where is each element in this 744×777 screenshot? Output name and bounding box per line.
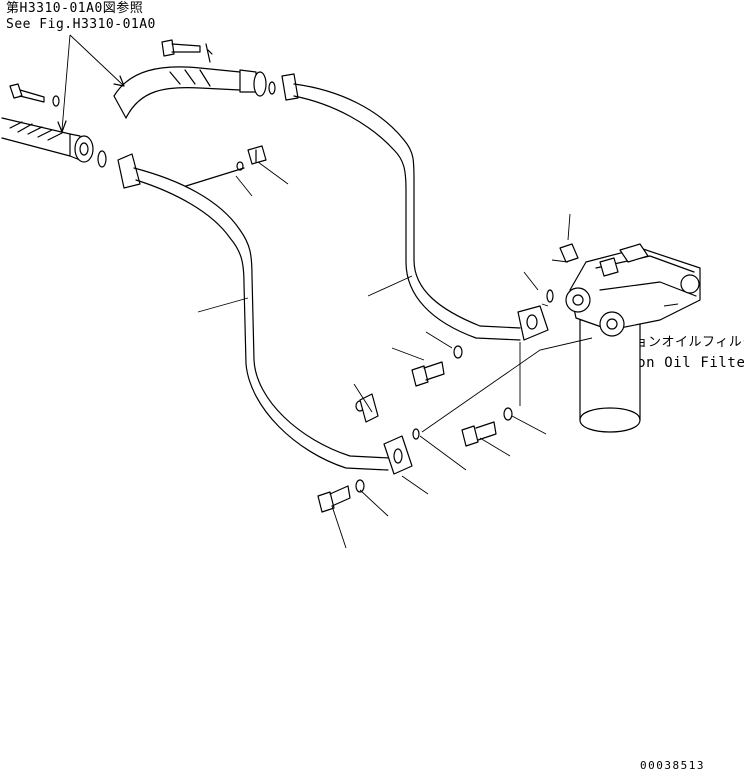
reference-label-jp: 第H3310-01A0図参照 bbox=[6, 1, 144, 16]
o-ring-upper bbox=[268, 81, 276, 95]
hose-upper bbox=[113, 66, 276, 119]
o-ring-left bbox=[97, 150, 107, 168]
hose-upper-flange bbox=[253, 71, 267, 97]
bolt-center bbox=[411, 345, 463, 387]
bolt-top-center bbox=[161, 39, 213, 63]
hose-left-flange bbox=[74, 135, 94, 163]
o-ring-pipe-upper bbox=[546, 289, 554, 303]
mission-oil-filter bbox=[559, 243, 701, 433]
bolt-bottom bbox=[317, 479, 365, 513]
washer-top-left bbox=[52, 95, 60, 107]
bolt-top-left bbox=[9, 83, 60, 107]
small-parts-center bbox=[185, 145, 267, 187]
drawing-number: 00038513 bbox=[640, 759, 705, 772]
pipe-lower bbox=[117, 153, 413, 475]
bolt-right bbox=[412, 407, 513, 447]
leader-lines bbox=[197, 161, 679, 549]
reference-arrows bbox=[57, 34, 125, 133]
reference-label-en: See Fig.H3310-01A0 bbox=[6, 17, 156, 32]
pipe-upper bbox=[281, 73, 554, 341]
hose-left bbox=[1, 117, 107, 168]
nut bbox=[559, 243, 579, 263]
